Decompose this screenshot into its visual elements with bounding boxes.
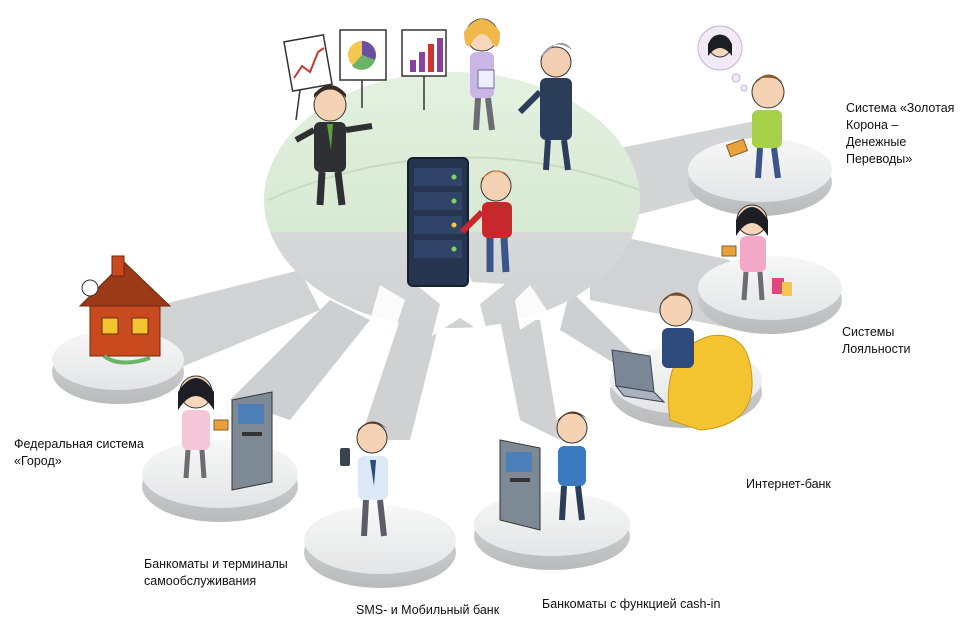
- businessman-gray: [517, 42, 572, 171]
- platform-zolotaya-korona: [688, 25, 832, 216]
- label-loyalty: Системы Лояльности: [842, 324, 911, 358]
- woman-thought-bubble: [697, 25, 748, 92]
- mobile-phone-icon: [340, 448, 350, 466]
- platform-loyalty: [698, 204, 842, 334]
- man-green-sweater: [725, 74, 785, 179]
- man-laptop: [611, 292, 694, 403]
- label-internet-bank: Интернет-банк: [746, 476, 831, 493]
- house-icon: [78, 255, 172, 365]
- shopping-bags-icon: [772, 278, 792, 296]
- spoke-sms: [360, 320, 440, 440]
- label-line: Интернет-банк: [746, 477, 831, 491]
- woman-blonde: [464, 18, 500, 131]
- label-line: Банкоматы и терминалы: [144, 557, 288, 571]
- label-gorod: Федеральная система «Город»: [14, 436, 144, 470]
- man-phone: [340, 421, 388, 537]
- platform-sms-mobile: [304, 421, 456, 588]
- platform-internet-bank: [610, 292, 762, 431]
- presenter-man: [294, 85, 373, 206]
- label-cash-in: Банкоматы с функцией cash-in: [542, 596, 720, 613]
- atm-terminal-icon: [231, 391, 273, 491]
- spoke-atm: [230, 300, 370, 420]
- label-line: Корона – Денежные: [846, 118, 907, 149]
- label-line: Банкоматы с функцией cash-in: [542, 597, 721, 611]
- hub-star-shape: [415, 250, 505, 336]
- man-cash-in: [556, 411, 588, 521]
- label-line: Лояльности: [842, 342, 911, 356]
- label-line: «Город»: [14, 454, 62, 468]
- label-line: Системы: [842, 325, 895, 339]
- label-sms-mobile: SMS- и Мобильный банк: [356, 602, 499, 619]
- laptop-icon: [611, 349, 666, 403]
- label-line: Федеральная система: [14, 437, 144, 451]
- platform-atm-terminals: [142, 375, 298, 522]
- label-atm-terminals: Банкоматы и терминалы самообслуживания: [144, 556, 288, 590]
- technician-man: [459, 170, 512, 273]
- platform-cash-in: [474, 411, 630, 570]
- label-line: Система «Золотая: [846, 101, 955, 115]
- label-line: SMS- и Мобильный банк: [356, 603, 500, 617]
- server-rack-icon: [407, 157, 469, 287]
- credit-card-icon: [725, 138, 749, 158]
- label-line: Переводы»: [846, 152, 913, 166]
- platform-gorod: [52, 255, 184, 404]
- label-zolotaya-korona: Система «Золотая Корона – Денежные Перев…: [846, 100, 960, 168]
- woman-shopper: [721, 204, 792, 301]
- spoke-cash-in: [500, 320, 560, 440]
- chart-board-icon: [283, 29, 447, 121]
- label-line: самообслуживания: [144, 574, 257, 588]
- atm-icon: [499, 439, 541, 531]
- woman-atm: [178, 375, 229, 479]
